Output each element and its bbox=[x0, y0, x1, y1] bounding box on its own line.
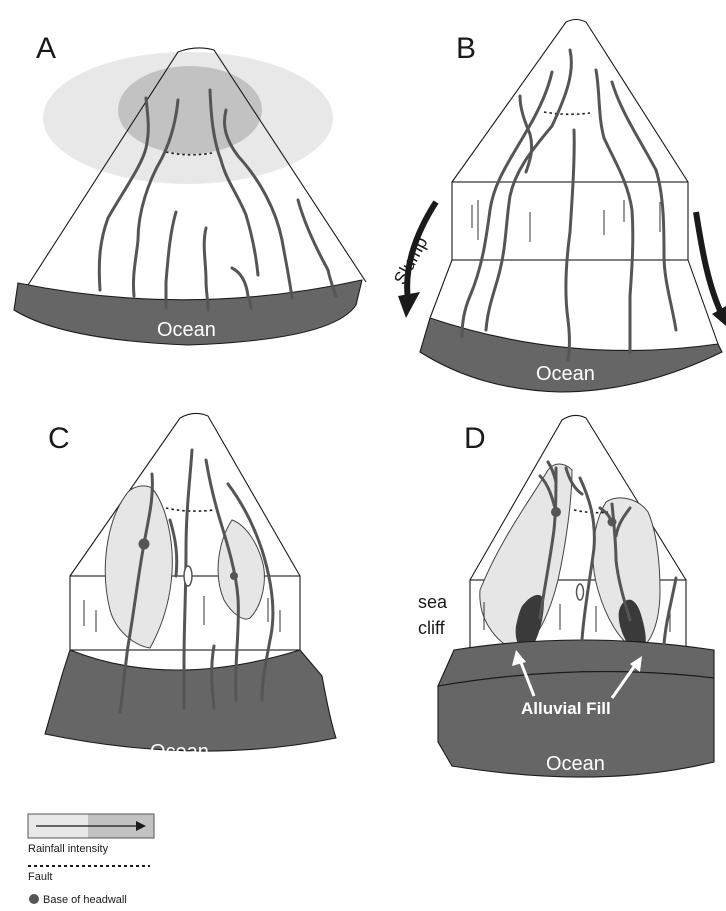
panel-a: A Ocean bbox=[14, 32, 366, 345]
panel-d: D Ocean bbox=[418, 415, 714, 777]
fault-line-c bbox=[166, 508, 214, 511]
headwall-base-marker-c-right bbox=[230, 572, 238, 580]
ocean-label-d: Ocean bbox=[546, 753, 605, 775]
legend-rainfall-label: Rainfall intensity bbox=[28, 843, 109, 855]
small-headwall-c bbox=[184, 566, 192, 586]
fault-line-b bbox=[544, 112, 590, 114]
slump-arrow-left-head bbox=[398, 292, 420, 318]
panel-d-letter: D bbox=[464, 422, 486, 455]
ocean-band-c bbox=[45, 650, 336, 751]
ocean-label-a: Ocean bbox=[157, 319, 216, 341]
legend-headwall-label: Base of headwall bbox=[43, 894, 127, 906]
ocean-label-c: Ocean bbox=[150, 741, 209, 763]
headwall-base-marker-d-left bbox=[551, 507, 561, 517]
legend-fault-label: Fault bbox=[28, 871, 52, 883]
sea-cliff-label-line1: sea bbox=[418, 592, 448, 612]
sea-cliff-label-line2: cliff bbox=[418, 618, 446, 638]
legend: Rainfall intensity Fault Base of headwal… bbox=[28, 814, 154, 906]
headwall-base-marker-c-left bbox=[139, 539, 150, 550]
alluvial-fill-label: Alluvial Fill bbox=[521, 699, 611, 718]
panel-a-letter: A bbox=[36, 32, 56, 65]
volcano-flank-b bbox=[452, 20, 688, 183]
rainfall-zone-inner bbox=[118, 66, 262, 154]
small-headwall-d bbox=[577, 584, 584, 600]
ocean-label-b: Ocean bbox=[536, 363, 595, 385]
slump-arrow-right bbox=[696, 212, 722, 315]
panel-b-letter: B bbox=[456, 32, 476, 65]
panel-b: B Ocean Slump bbox=[390, 20, 726, 393]
slump-label: Slump bbox=[390, 233, 432, 287]
headwall-base-marker-d-right bbox=[608, 518, 617, 527]
legend-headwall-marker bbox=[29, 894, 39, 904]
panel-c: C Ocean bbox=[45, 413, 336, 763]
panel-c-letter: C bbox=[48, 422, 70, 455]
